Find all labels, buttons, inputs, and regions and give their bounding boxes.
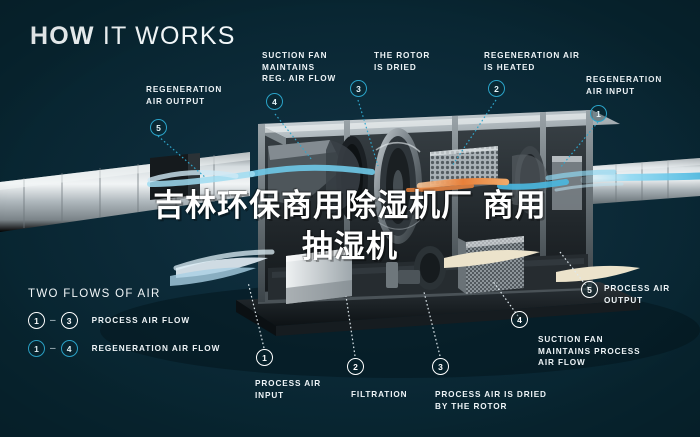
callout-label-filtration: FILTRATION	[351, 390, 408, 399]
desiccant-rotor	[374, 128, 422, 244]
callout-marker-reg-2[interactable]: 2	[488, 80, 505, 97]
callout-label-regeneration-air-input: REGENERATION AIR INPUT	[586, 75, 663, 96]
callout-label-process-air-input: PROCESS AIR INPUT	[255, 379, 322, 400]
callout-marker-reg-1[interactable]: 1	[590, 105, 607, 122]
callout-marker-reg-4[interactable]: 4	[266, 93, 283, 110]
legend-row-process-air-flow: 1 – 3 PROCESS AIR FLOW	[28, 312, 220, 329]
callout-marker-proc-5[interactable]: 5	[581, 281, 598, 298]
callout-marker-reg-5[interactable]: 5	[150, 119, 167, 136]
callout-marker-proc-2[interactable]: 2	[347, 358, 364, 375]
legend-marker-regeneration-to: 4	[60, 340, 78, 357]
legend-marker-regeneration-from: 1	[28, 340, 45, 357]
callout-label-suction-fan-process: SUCTION FAN MAINTAINS PROCESS AIR FLOW	[538, 335, 641, 368]
callout-label-regeneration-air-output: REGENERATION AIR OUTPUT	[146, 85, 223, 106]
airflow-streams	[147, 164, 700, 271]
drive-motor	[386, 246, 446, 290]
left-duct	[0, 152, 250, 232]
callout-label-process-air-output: PROCESS AIR OUTPUT	[604, 284, 671, 305]
callout-label-process-air-dried: PROCESS AIR IS DRIED BY THE ROTOR	[435, 390, 547, 411]
legend-marker-process-from: 1	[28, 312, 45, 329]
callout-marker-reg-3[interactable]: 3	[350, 80, 367, 97]
legend-label-regeneration-air-flow: REGENERATION AIR FLOW	[91, 344, 221, 353]
legend-title: TWO FLOWS OF AIR	[28, 288, 161, 300]
page-title-bold: HOW	[30, 22, 95, 50]
callout-label-rotor-is-dried: THE ROTOR IS DRIED	[374, 51, 431, 72]
callout-marker-proc-4[interactable]: 4	[511, 311, 528, 328]
legend-label-process-air-flow: PROCESS AIR FLOW	[91, 316, 191, 325]
page-title: HOW IT WORKS	[30, 22, 236, 51]
page-title-light: IT WORKS	[102, 22, 236, 50]
callout-label-regeneration-air-heated: REGENERATION AIR IS HEATED	[484, 51, 580, 72]
legend-marker-process-to: 3	[60, 312, 78, 329]
callout-marker-proc-1[interactable]: 1	[256, 349, 273, 366]
legend-dash-regeneration: –	[50, 343, 56, 354]
callout-marker-proc-3[interactable]: 3	[432, 358, 449, 375]
callout-label-suction-fan-reg: SUCTION FAN MAINTAINS REG. AIR FLOW	[262, 51, 337, 84]
leader-lines	[157, 99, 599, 357]
legend: TWO FLOWS OF AIR 1 – 3 PROCESS AIR FLOW …	[28, 288, 220, 368]
inlet-fan-housing	[268, 136, 368, 220]
deflector-blades	[170, 250, 640, 286]
legend-dash-process: –	[50, 315, 56, 326]
legend-row-regeneration-air-flow: 1 – 4 REGENERATION AIR FLOW	[28, 340, 220, 357]
